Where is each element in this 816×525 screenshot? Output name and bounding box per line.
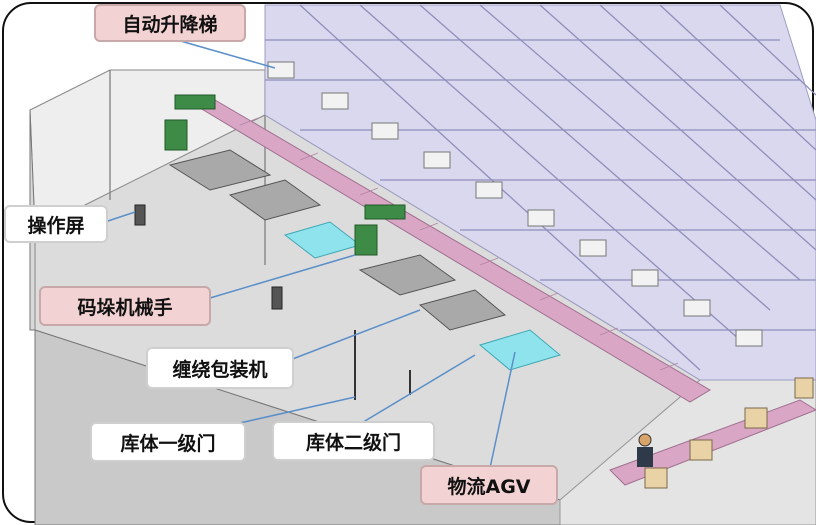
leader-robot <box>209 254 356 299</box>
cargo-boxes <box>644 377 814 489</box>
agv-zone-2 <box>478 329 562 371</box>
leader-lift <box>169 37 276 69</box>
callout-robot: 码垛机械手 <box>39 286 211 326</box>
leader-door2 <box>349 354 476 431</box>
callout-door1: 库体一级门 <box>90 422 246 462</box>
racking-system <box>264 4 816 381</box>
worker-figure <box>637 433 653 467</box>
robot-1 <box>164 94 216 151</box>
leader-agv <box>489 351 516 469</box>
operator-screens <box>134 204 283 310</box>
callout-lift: 自动升降梯 <box>94 4 246 42</box>
agv-zones <box>283 221 562 371</box>
callout-screen: 操作屏 <box>4 205 108 243</box>
lift-towers <box>267 61 763 347</box>
callout-agv: 物流AGV <box>420 465 558 505</box>
callout-door2: 库体二级门 <box>272 421 435 461</box>
robot-2 <box>354 204 406 256</box>
leader-screen <box>104 211 136 223</box>
pallet-stations <box>168 149 507 331</box>
palletizing-robots <box>164 94 406 256</box>
callout-wrapper: 缠绕包装机 <box>146 347 294 389</box>
leader-wrapper <box>289 309 421 361</box>
